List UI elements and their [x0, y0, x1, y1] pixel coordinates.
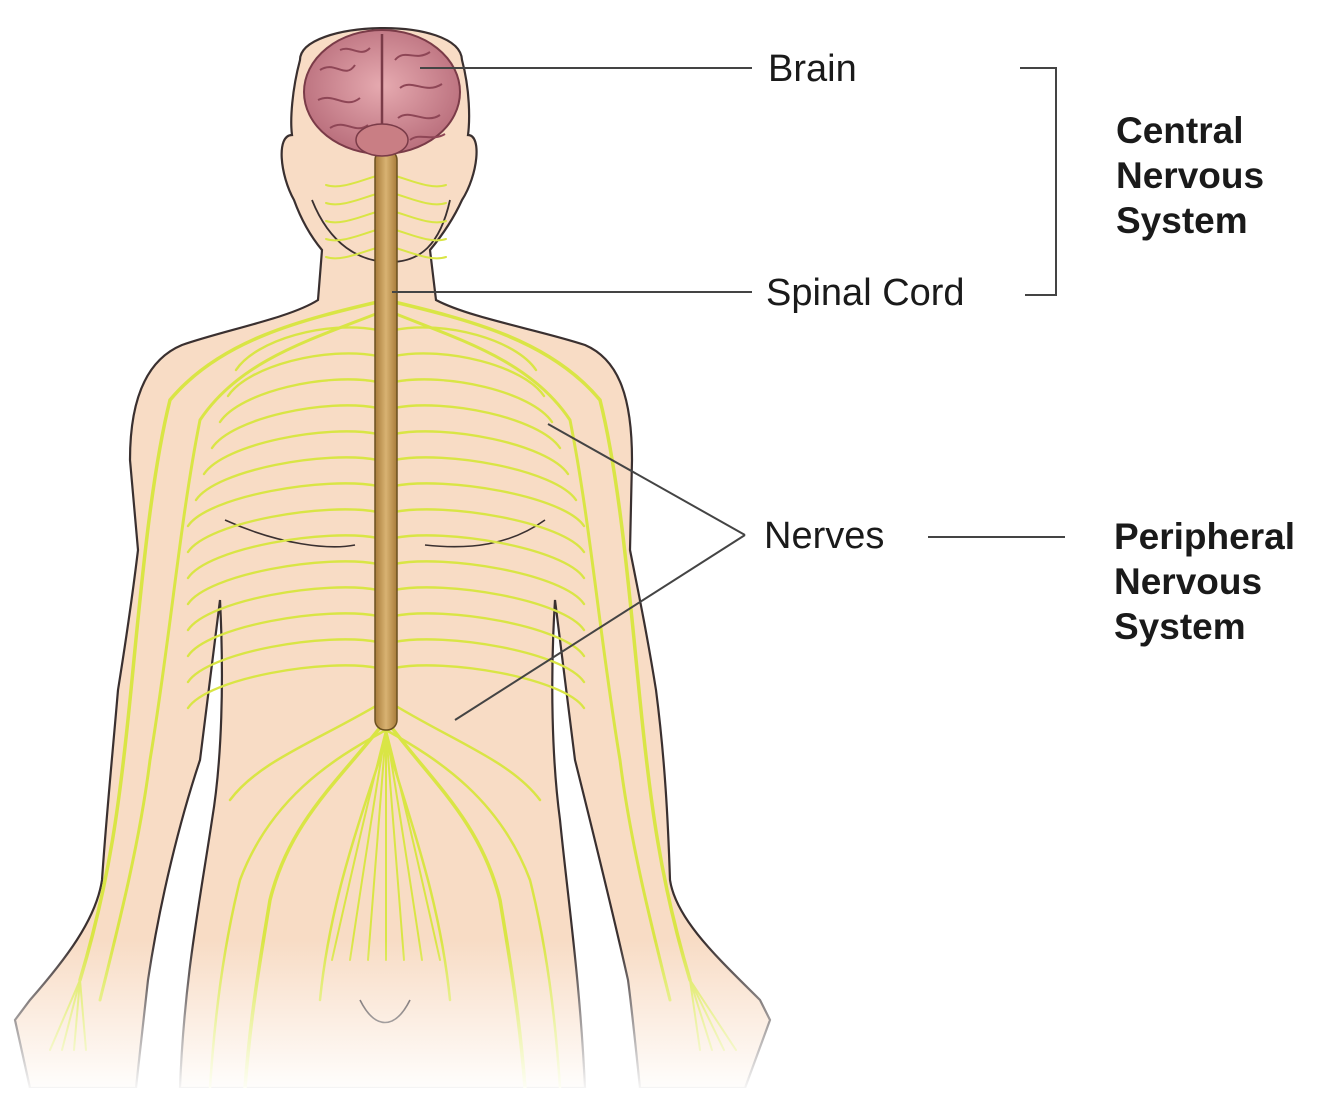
bottom-fade — [0, 940, 1336, 1088]
brain-label: Brain — [768, 48, 857, 91]
cns-line-2: Nervous — [1116, 153, 1264, 198]
pns-line-3: System — [1114, 604, 1295, 649]
brain — [304, 30, 460, 156]
nerves-label: Nerves — [764, 515, 884, 558]
spinal-cord — [375, 150, 397, 730]
central-nervous-system-label: Central Nervous System — [1116, 108, 1264, 243]
spinal-cord-label: Spinal Cord — [766, 272, 965, 315]
pns-line-1: Peripheral — [1114, 514, 1295, 559]
peripheral-nervous-system-label: Peripheral Nervous System — [1114, 514, 1295, 649]
cns-line-3: System — [1116, 198, 1264, 243]
cns-bracket — [1020, 68, 1056, 295]
cns-line-1: Central — [1116, 108, 1264, 153]
pns-line-2: Nervous — [1114, 559, 1295, 604]
